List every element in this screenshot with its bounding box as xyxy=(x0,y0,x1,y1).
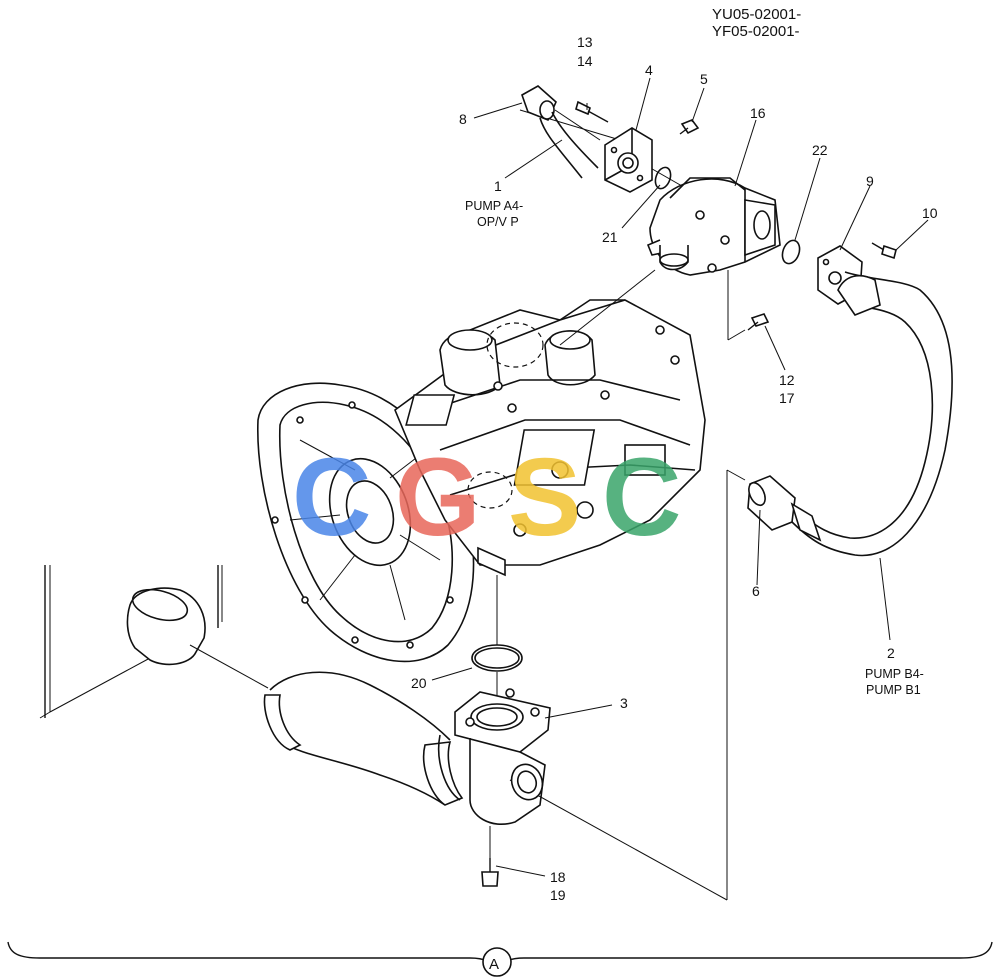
bolt-10 xyxy=(871,242,897,260)
watermark-letter-g: G xyxy=(395,436,481,559)
bolt-12-17 xyxy=(747,313,770,331)
callout-5: 5 xyxy=(700,71,708,87)
callout-2: 2 xyxy=(887,645,895,661)
suction-pipe-3 xyxy=(454,688,551,825)
suction-hose xyxy=(263,671,464,806)
bolt-5 xyxy=(679,119,700,135)
callout-2-note-line-2: PUMP B1 xyxy=(866,683,921,697)
callout-3: 3 xyxy=(620,695,628,711)
main-pump-assembly xyxy=(257,299,706,663)
callout-18: 18 xyxy=(550,869,566,885)
hose-2 xyxy=(789,271,953,557)
elbow-fitting-8-hose-1 xyxy=(521,85,601,179)
callout-1-note-line-1: PUMP A4- xyxy=(465,199,523,213)
callout-1-note-line-2: OP/V P xyxy=(477,215,519,229)
callout-9: 9 xyxy=(866,173,874,189)
callout-14: 14 xyxy=(577,53,593,69)
watermark-cgsc: C G S C xyxy=(292,436,681,559)
frame-bracket-left xyxy=(39,565,223,719)
callout-10: 10 xyxy=(922,205,938,221)
callout-8: 8 xyxy=(459,111,467,127)
callout-12: 12 xyxy=(779,372,795,388)
bolt-13-14 xyxy=(575,100,609,123)
callout-4: 4 xyxy=(645,62,653,78)
callout-6: 6 xyxy=(752,583,760,599)
callout-22: 22 xyxy=(812,142,828,158)
watermark-letter-c1: C xyxy=(292,436,371,559)
gear-pump-16 xyxy=(646,177,781,276)
callout-2-note-line-1: PUMP B4- xyxy=(865,667,924,681)
filter-canister xyxy=(126,587,269,689)
callout-16: 16 xyxy=(750,105,766,121)
callout-17: 17 xyxy=(779,390,795,406)
callout-1: 1 xyxy=(494,178,502,194)
callout-20: 20 xyxy=(411,675,427,691)
section-marker-circle xyxy=(482,947,512,977)
adapter-6 xyxy=(747,475,822,542)
bolt-18-19 xyxy=(481,858,499,887)
callout-21: 21 xyxy=(602,229,618,245)
callout-19: 19 xyxy=(550,887,566,903)
watermark-letter-c2: C xyxy=(602,436,681,559)
callout-leaders xyxy=(431,77,929,877)
section-marker-label: A xyxy=(489,956,499,973)
watermark-letter-s: S xyxy=(508,436,581,559)
serial-range-1: YU05-02001- xyxy=(712,6,801,23)
o-ring-22 xyxy=(781,239,801,265)
o-ring-20 xyxy=(471,644,523,672)
serial-range-2: YF05-02001- xyxy=(712,23,800,40)
callout-13: 13 xyxy=(577,34,593,50)
o-ring-21 xyxy=(654,166,672,190)
flange-4 xyxy=(604,127,653,193)
